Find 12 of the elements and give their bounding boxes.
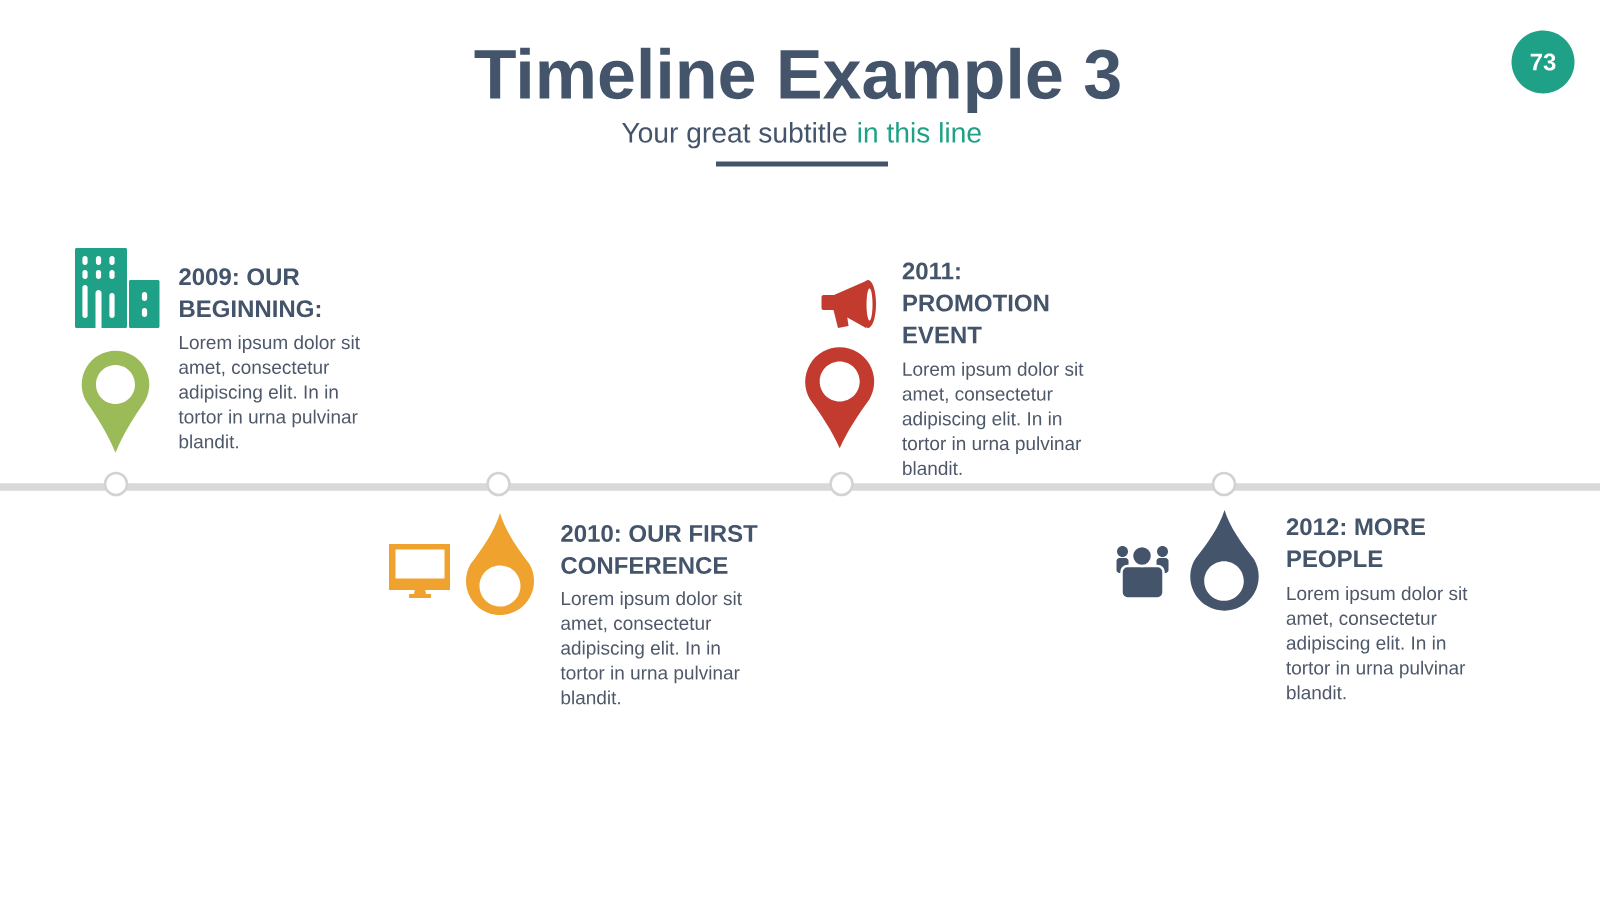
subtitle: Your great subtitle <box>622 122 847 149</box>
title: Timeline Example 3 <box>474 47 1120 113</box>
event-heading: 2009: OUR BEGINNING: <box>179 268 321 318</box>
event-description: Lorem ipsum dolor sit amet, consectetur adipiscing elit. In in tortor in urna pulvinar blandit. <box>1286 586 1468 700</box>
event-heading: 2012: MORE PEOPLE <box>1286 518 1425 568</box>
event-heading: 2010: OUR FIRST CONFERENCE <box>561 524 758 574</box>
subtitle-highlight: in this line <box>858 122 981 143</box>
event-description: Lorem ipsum dolor sit amet, consectetur adipiscing elit. In in tortor in urna pulvinar blandit. <box>178 335 360 449</box>
event-description: Lorem ipsum dolor sit amet, consectetur adipiscing elit. In in tortor in urna pulvinar blandit. <box>560 591 742 705</box>
event-description: Lorem ipsum dolor sit amet, consectetur adipiscing elit. In in tortor in urna pulvinar blandit. <box>902 361 1084 476</box>
event-heading: 2011: PROMOTION EVENT <box>902 262 1049 344</box>
page-number-badge: 73 <box>1511 30 1575 94</box>
